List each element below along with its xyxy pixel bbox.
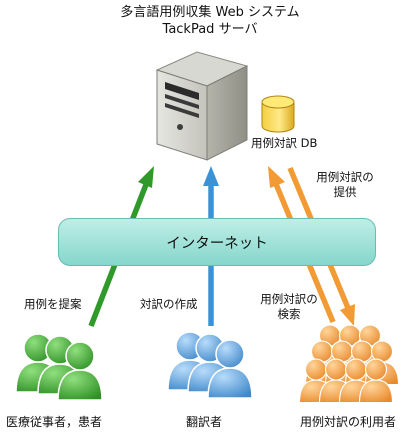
server-icon	[155, 51, 249, 161]
translator-label: 翻訳者	[186, 415, 223, 429]
system-title: 多言語用例収集 Web システム	[120, 5, 300, 20]
db-label: 用例対訳 DB	[251, 136, 318, 150]
internet-bar: インターネット	[58, 218, 376, 266]
provide-examples-label: 用例を提案	[24, 297, 82, 311]
translator-group-icon	[167, 331, 253, 399]
system-subtitle: TackPad サーバ	[162, 22, 258, 37]
supply-label: 用例対訳の 提供	[316, 170, 374, 199]
database-icon	[261, 95, 295, 133]
user-group-icon	[298, 324, 400, 404]
medical-staff-group-icon	[15, 333, 103, 401]
create-translation-label: 対訳の作成	[140, 297, 198, 311]
medical-staff-label: 医療従事者，患者	[6, 415, 103, 429]
user-label: 用例対訳の利用者	[300, 415, 397, 429]
search-label: 用例対訳の 検索	[260, 292, 318, 321]
